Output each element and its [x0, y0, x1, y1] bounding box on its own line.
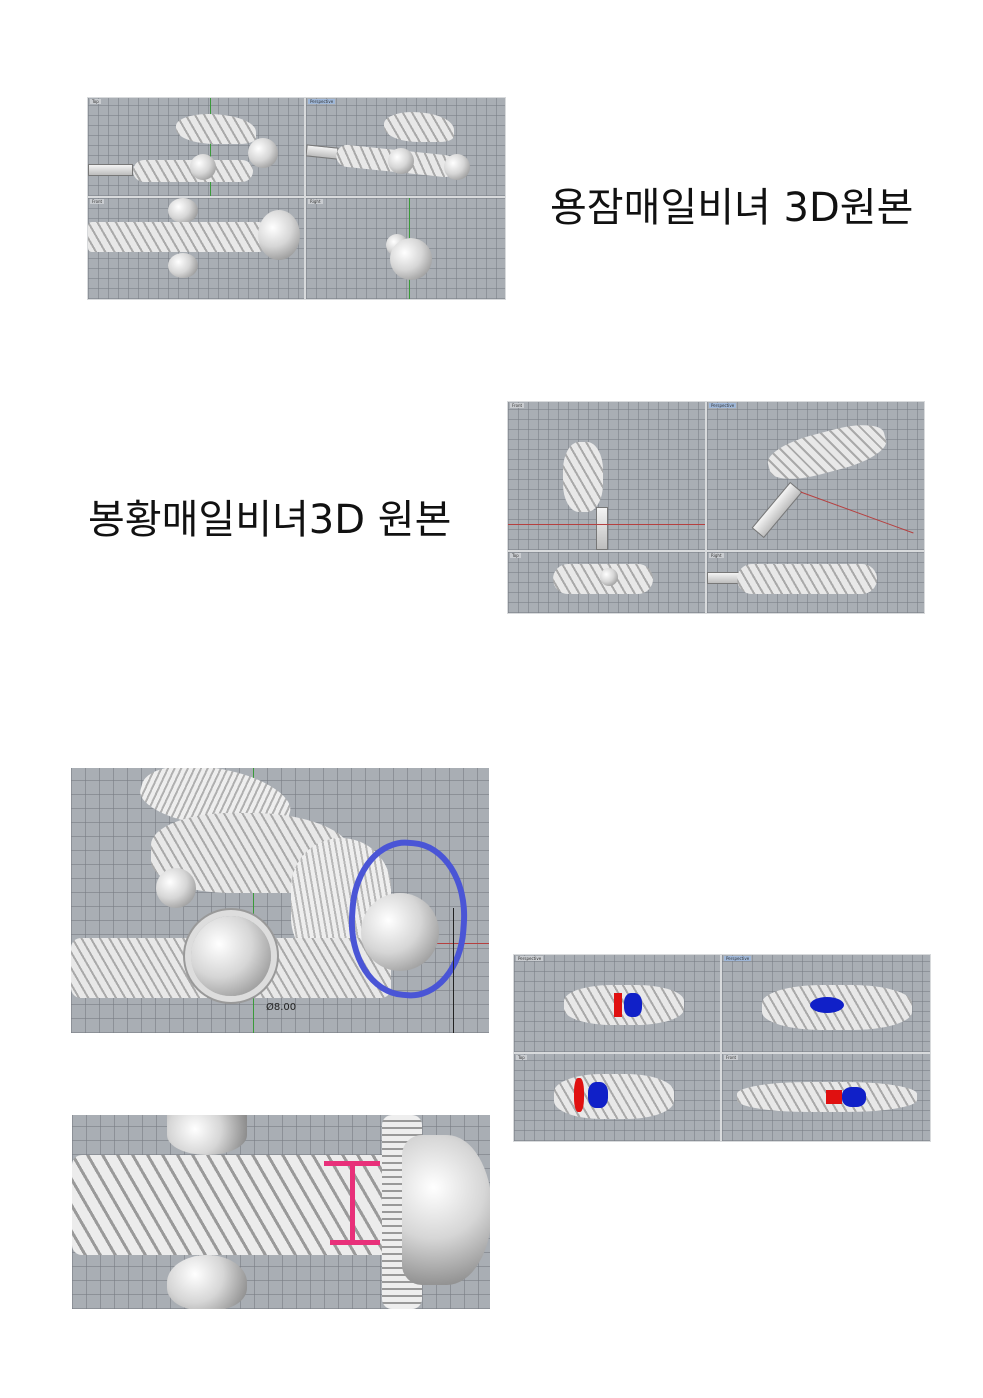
viewport-front: Front: [508, 402, 705, 550]
dragon-hairpin-4view-image: Top Perspective Front Right: [87, 97, 506, 300]
viewport-label: Perspective: [516, 956, 544, 961]
viewport-right: Right: [306, 198, 505, 299]
viewport-right: Right: [707, 552, 924, 613]
viewport-label: Top: [516, 1055, 527, 1060]
highlighted-4view-image: Perspective Perspective Top Front: [513, 954, 931, 1142]
viewport-front: Front: [722, 1054, 930, 1141]
dragon-front-detail-image: [72, 1115, 490, 1309]
viewport-label: Front: [510, 403, 525, 408]
phoenix-hairpin-4view-image: Front Perspective Top Right: [507, 401, 925, 614]
viewport-top: Top: [514, 1054, 720, 1141]
viewport-perspective-b: Perspective: [722, 955, 930, 1052]
viewport-label: Perspective: [308, 99, 336, 104]
viewport-perspective-a: Perspective: [514, 955, 720, 1052]
dimension-label: Ø8.00: [266, 1002, 297, 1013]
viewport-perspective: Perspective: [306, 98, 505, 196]
viewport-label: Front: [90, 199, 105, 204]
section-title-dragon-hairpin: 용잠매일비녀 3D원본: [550, 185, 914, 231]
dragon-head-detail-image: Ø8.00: [71, 768, 489, 1033]
viewport-label: Top: [90, 99, 101, 104]
viewport-label: Top: [510, 553, 521, 558]
viewport-label: Perspective: [709, 403, 737, 408]
section-title-phoenix-hairpin: 봉황매일비녀3D 원본: [88, 497, 452, 543]
viewport-top: Top: [508, 552, 705, 613]
viewport-label: Right: [308, 199, 323, 204]
viewport-top: Top: [88, 98, 304, 196]
viewport-perspective: Perspective: [707, 402, 924, 550]
viewport-front: Front: [88, 198, 304, 299]
viewport-label: Perspective: [724, 956, 752, 961]
viewport-label: Front: [724, 1055, 739, 1060]
viewport-label: Right: [709, 553, 724, 558]
